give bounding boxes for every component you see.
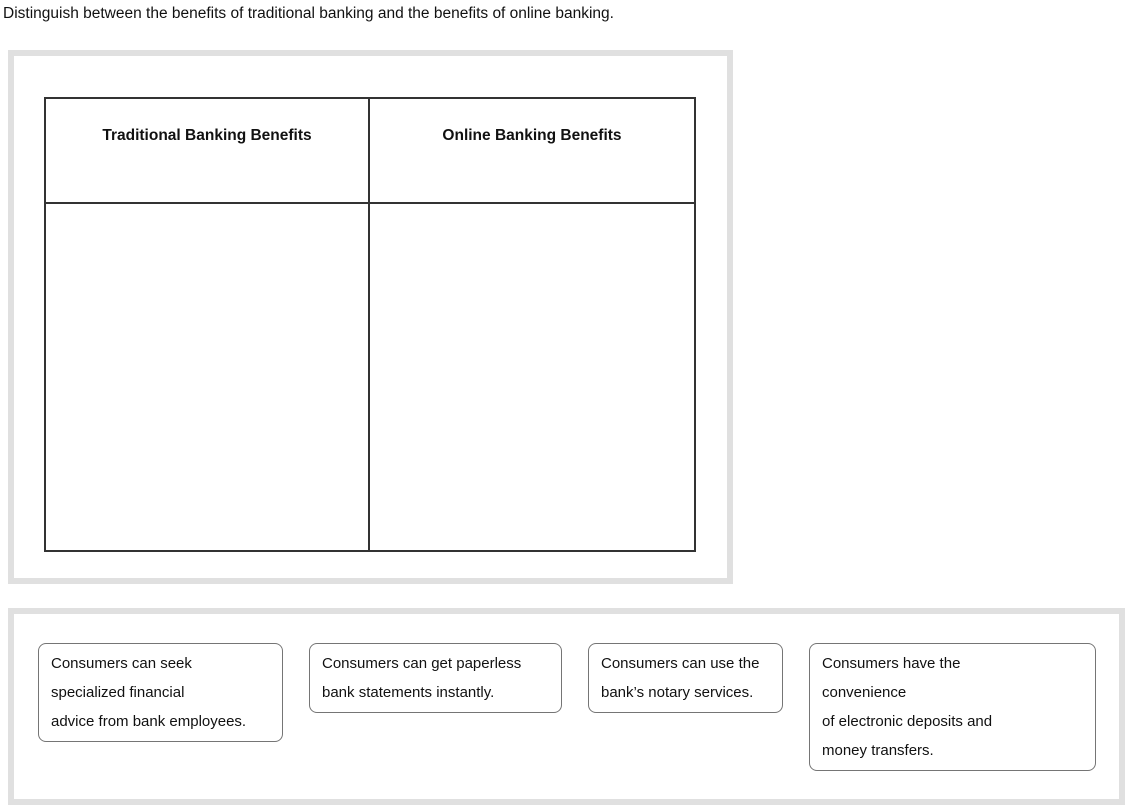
card-tray: Consumers can seek specialized financial… (8, 608, 1125, 805)
answer-board: Traditional Banking Benefits Online Bank… (8, 50, 733, 584)
drop-zone-online[interactable] (370, 204, 694, 550)
draggable-card[interactable]: Consumers have the convenience of electr… (809, 643, 1096, 771)
sorting-table: Traditional Banking Benefits Online Bank… (44, 97, 696, 552)
column-header-online: Online Banking Benefits (370, 99, 694, 204)
draggable-card[interactable]: Consumers can seek specialized financial… (38, 643, 283, 742)
prompt-text: Distinguish between the benefits of trad… (3, 5, 614, 22)
card-tray-row: Consumers can seek specialized financial… (14, 614, 1119, 771)
draggable-card[interactable]: Consumers can use the bank’s notary serv… (588, 643, 783, 713)
column-header-traditional: Traditional Banking Benefits (46, 99, 370, 204)
draggable-card[interactable]: Consumers can get paperless bank stateme… (309, 643, 562, 713)
drop-zone-traditional[interactable] (46, 204, 370, 550)
